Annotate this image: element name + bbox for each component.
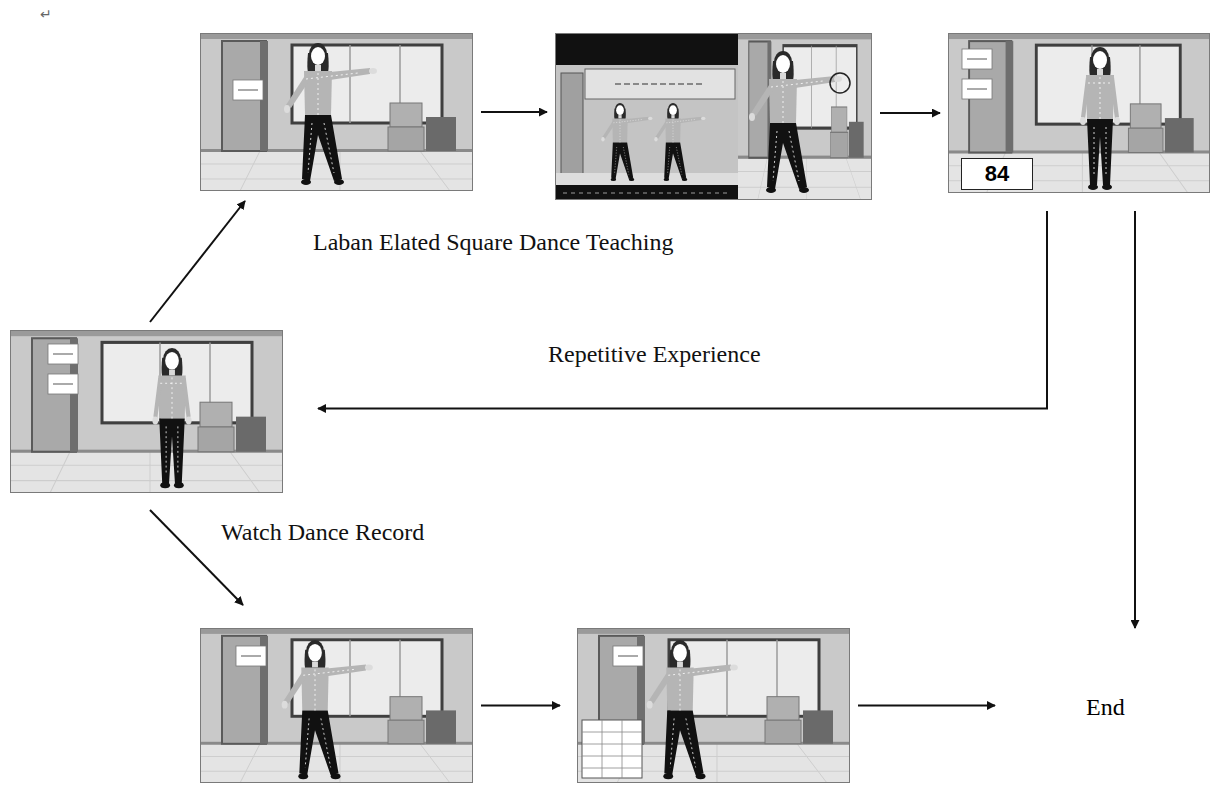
table-grid: [582, 720, 642, 778]
player-controls: [563, 192, 730, 194]
screenshot-teaching-video: [555, 33, 872, 200]
screenshot-record-table: [577, 628, 850, 783]
menu-button: [48, 344, 78, 364]
room-scene: [10, 330, 283, 493]
person: [284, 43, 377, 185]
end-node: End: [1080, 690, 1135, 729]
flow-arrow: [481, 111, 547, 113]
menu-button: [48, 374, 78, 394]
flow-arrow: [150, 201, 245, 322]
person: [601, 103, 652, 181]
video-panel: [555, 33, 738, 200]
paragraph-mark: ↵: [40, 6, 52, 22]
room-scene: [577, 628, 850, 783]
node-text: End: [1080, 690, 1135, 725]
room-scene: [738, 33, 872, 200]
flow-arrow: [880, 112, 940, 114]
menu-button: [962, 49, 992, 69]
score-value: 84: [961, 158, 1033, 190]
menu-button: [962, 79, 992, 99]
person: [654, 103, 705, 181]
section-caption: Laban Elated Square Dance Teaching: [310, 228, 676, 257]
screenshot-box: 84: [948, 33, 1210, 193]
screenshot-score: [948, 33, 1210, 193]
person: [647, 640, 738, 779]
door: [561, 73, 583, 179]
banner-marks: [615, 83, 705, 85]
room-scene: [948, 33, 1210, 193]
person: [152, 348, 191, 488]
person: [282, 640, 373, 779]
flow-arrow: [481, 705, 560, 707]
screenshot-box: [200, 628, 473, 783]
screenshot-record: [200, 628, 473, 783]
flow-arrow: [1134, 211, 1136, 628]
target-circle: [830, 73, 850, 93]
menu-button: [233, 80, 263, 100]
edge-label: Repetitive Experience: [545, 340, 764, 369]
menu-button: [236, 646, 266, 666]
screenshot-teaching-start: [200, 33, 473, 191]
edge-label: Watch Dance Record: [218, 518, 427, 547]
screenshot-box: [10, 330, 283, 493]
person: [1080, 47, 1120, 190]
video-floor: [555, 173, 738, 185]
record-table: [582, 720, 642, 778]
menu-button: [613, 646, 643, 666]
video-room: [555, 65, 738, 185]
flow-arrow: [858, 705, 995, 707]
room-scene: [200, 33, 473, 191]
screenshot-box: [577, 628, 850, 783]
person: [749, 51, 842, 193]
screenshot-start: [10, 330, 283, 493]
room-scene: [200, 628, 473, 783]
screenshot-box: [555, 33, 872, 200]
wall-banner: [585, 69, 735, 99]
screenshot-box: [200, 33, 473, 191]
